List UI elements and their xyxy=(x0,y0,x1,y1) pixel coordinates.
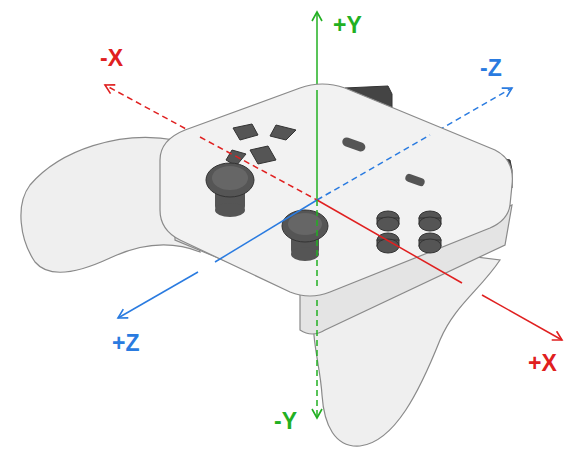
axis-label: -X xyxy=(100,47,123,70)
axis-label: +X xyxy=(528,352,557,375)
axis-label-holder: -Y xyxy=(274,410,297,433)
axis-label: -Y xyxy=(274,410,297,433)
axis-label-holder: +Z xyxy=(112,332,139,355)
axis-label-holder: +X xyxy=(528,352,557,375)
axis-label-holder: +Y xyxy=(333,14,362,37)
axis-label: +Z xyxy=(112,332,139,355)
axis-label: -Z xyxy=(480,57,502,80)
axis-label-holder: -X xyxy=(100,47,123,70)
axis-label-holder: -Z xyxy=(480,57,502,80)
axis-label: +Y xyxy=(333,14,362,37)
